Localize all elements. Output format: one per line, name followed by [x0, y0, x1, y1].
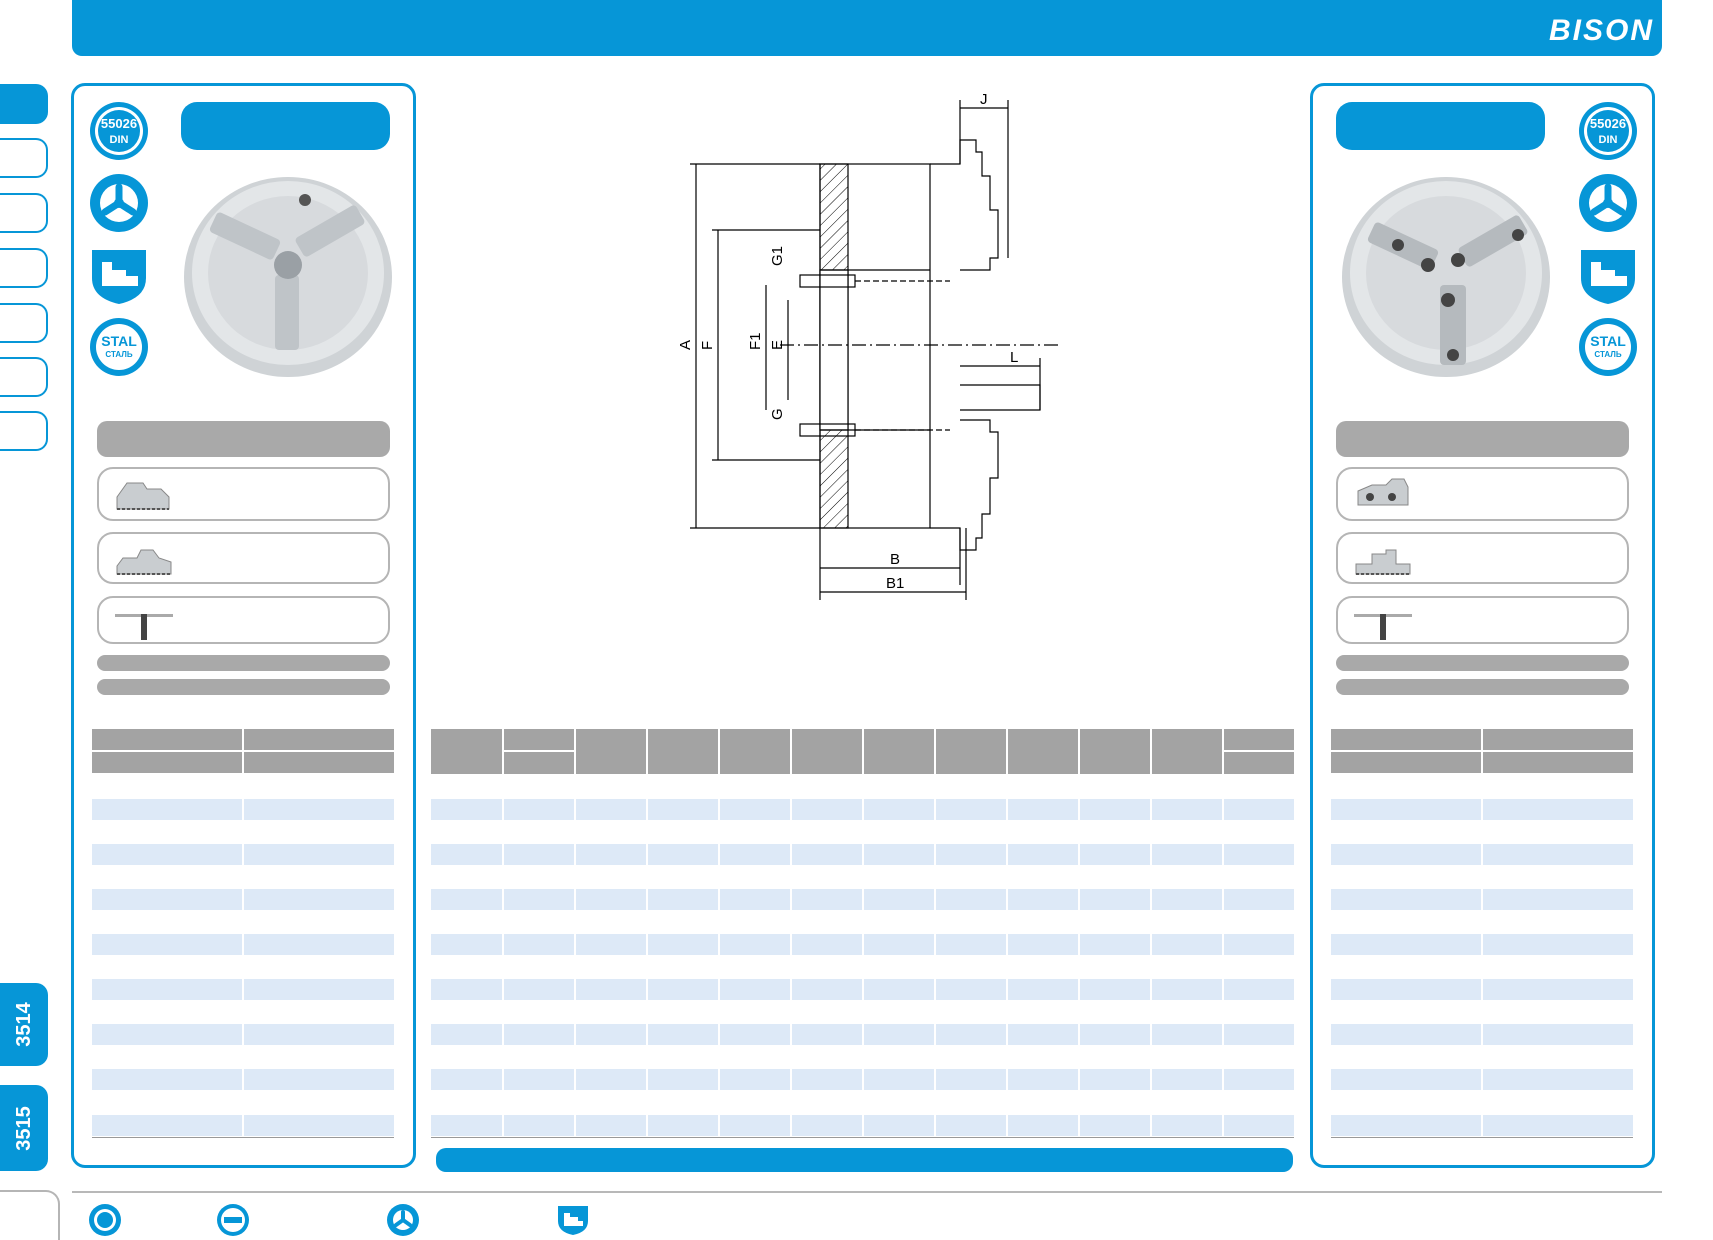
footer-stepped-jaw-icon: [558, 1206, 588, 1235]
side-tab[interactable]: [0, 248, 48, 288]
din-badge-icon: 55026 DIN: [90, 102, 148, 160]
left-accessory-key[interactable]: [97, 596, 390, 644]
svg-text:B: B: [890, 551, 900, 568]
top-jaws-icon: [1357, 478, 1409, 506]
svg-text:STAL: STAL: [1590, 333, 1626, 349]
left-grey-bar-2: [97, 679, 390, 695]
reverse-jaws-icon: [116, 549, 172, 575]
header-bar: BISON: [72, 0, 1662, 56]
right-accessory-top-jaws[interactable]: [1336, 467, 1629, 521]
base-jaws-icon: [1355, 549, 1411, 575]
right-spec-table: [1331, 729, 1633, 1139]
left-accessory-reverse-jaws[interactable]: [97, 532, 390, 584]
left-spec-table: [92, 729, 394, 1139]
svg-text:СТАЛЬ: СТАЛЬ: [1594, 350, 1621, 359]
side-tab[interactable]: [0, 411, 48, 451]
svg-text:G1: G1: [769, 246, 786, 266]
right-accessory-key[interactable]: [1336, 596, 1629, 644]
svg-text:J: J: [980, 91, 988, 108]
three-jaw-badge-icon-right: [1579, 174, 1637, 232]
svg-text:A: A: [677, 340, 694, 350]
footer-three-jaw-icon: [387, 1204, 419, 1236]
center-footer-bar: [436, 1148, 1293, 1172]
svg-text:55026: 55026: [1590, 116, 1626, 131]
footer-divider: [72, 1191, 1662, 1193]
technical-drawing: J G1 A F F1 E L G B B1: [677, 91, 1060, 600]
chuck-key-icon: [115, 614, 173, 640]
right-accessories-header: [1336, 421, 1629, 457]
svg-text:DIN: DIN: [1599, 134, 1618, 146]
side-tab[interactable]: [0, 303, 48, 343]
right-grey-bar-2: [1336, 679, 1629, 695]
side-tab[interactable]: [0, 357, 48, 397]
left-title-bar: [181, 102, 390, 150]
center-spec-table: [431, 729, 1294, 1139]
svg-text:СТАЛЬ: СТАЛЬ: [105, 350, 132, 359]
svg-text:G: G: [769, 408, 786, 420]
side-tab-3515[interactable]: 3515: [0, 1085, 48, 1171]
left-accessories-header: [97, 421, 390, 457]
svg-text:55026: 55026: [101, 116, 137, 131]
steel-badge-icon-right: STAL СТАЛЬ: [1579, 318, 1637, 376]
three-jaw-badge-icon: [90, 174, 148, 232]
stepped-jaw-badge-icon-right: [1581, 250, 1635, 304]
bison-logo: BISON: [1548, 14, 1654, 47]
right-accessory-base-jaws[interactable]: [1336, 532, 1629, 584]
side-tab[interactable]: [0, 138, 48, 178]
svg-text:E: E: [769, 340, 786, 350]
svg-text:L: L: [1010, 349, 1018, 366]
footer-steel-icon: [217, 1204, 249, 1236]
svg-text:F1: F1: [747, 332, 764, 350]
side-tab-3514[interactable]: 3514: [0, 983, 48, 1066]
hard-jaws-icon: [116, 482, 170, 510]
svg-text:F: F: [699, 341, 716, 350]
svg-text:STAL: STAL: [101, 333, 137, 349]
right-title-bar: [1336, 102, 1545, 150]
svg-text:B1: B1: [886, 575, 904, 592]
din-badge-icon-right: 55026 DIN: [1579, 102, 1637, 160]
side-tab[interactable]: [0, 193, 48, 233]
side-tab-active[interactable]: [0, 84, 48, 124]
steel-badge-icon: STAL СТАЛЬ: [90, 318, 148, 376]
right-grey-bar-1: [1336, 655, 1629, 671]
chuck-product-image: [184, 177, 392, 377]
footer-din-icon: [89, 1204, 121, 1236]
left-grey-bar-1: [97, 655, 390, 671]
stepped-jaw-badge-icon: [92, 250, 146, 304]
chuck-key-icon-right: [1354, 614, 1412, 640]
left-accessory-hard-jaws[interactable]: [97, 467, 390, 521]
chuck-product-image-right: [1342, 177, 1550, 377]
side-tab-bottom: [0, 1190, 60, 1240]
svg-text:DIN: DIN: [110, 134, 129, 146]
